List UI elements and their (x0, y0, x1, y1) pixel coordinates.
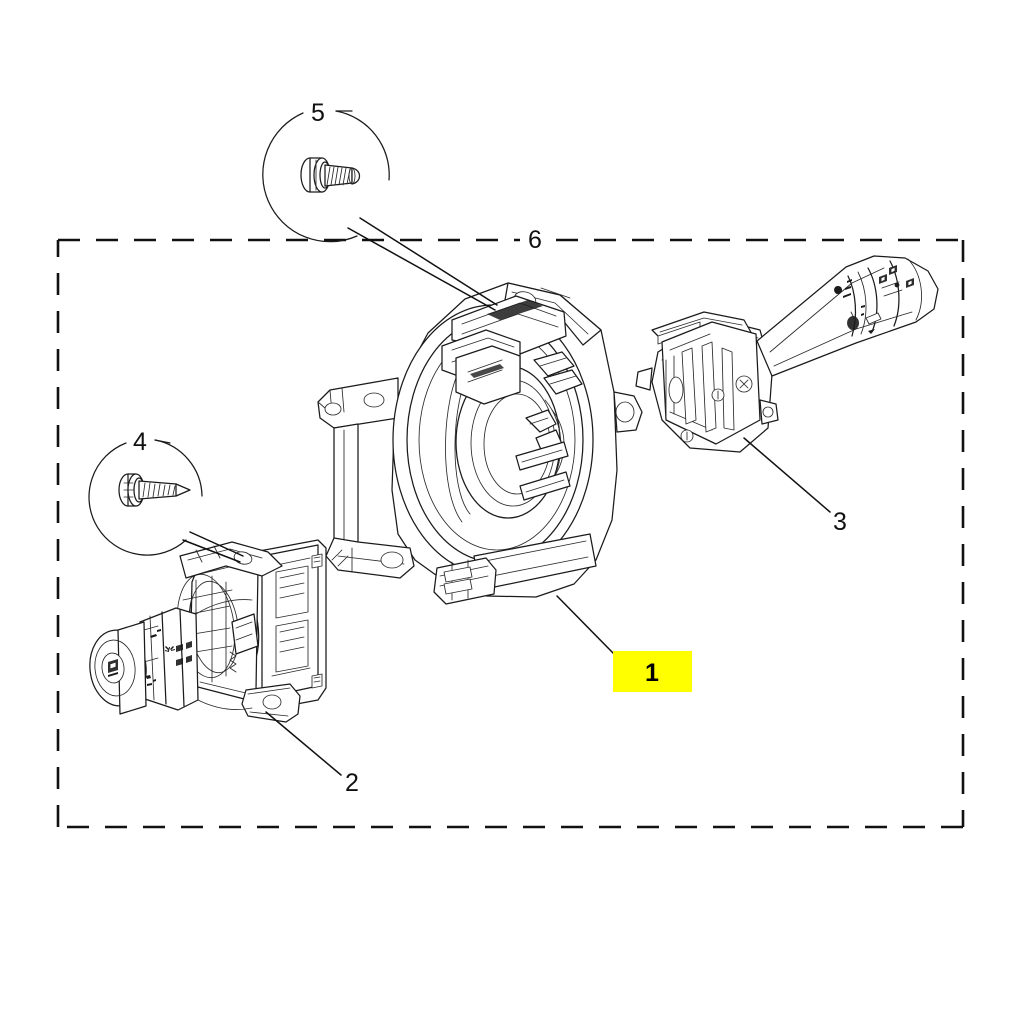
wiper-symbols (834, 265, 914, 334)
detail-balloon-4 (88, 439, 244, 563)
assembly-group-boundary (56, 238, 965, 829)
callout-labels: 6 5 4 2 3 (133, 99, 847, 797)
callout-label-2: 2 (345, 769, 359, 797)
leader-3 (743, 437, 831, 513)
leader-2 (265, 711, 342, 776)
callout-label-6: 6 (528, 226, 542, 254)
callout-1-label: 1 (645, 659, 659, 687)
part-2-lh-lighting-turn-signal-switch (89, 539, 327, 723)
callout-label-3: 3 (833, 508, 847, 536)
self-tapping-screw-icon (118, 473, 191, 507)
highlighted-callout-1[interactable]: 1 (613, 651, 692, 692)
leader-1 (556, 595, 615, 655)
callout-leader-lines (265, 437, 831, 776)
detail-balloon-5 (262, 110, 498, 311)
part-1-clockspring-carrier-housing (317, 282, 643, 605)
callout-label-4: 4 (133, 428, 147, 456)
callout-label-5: 5 (311, 99, 325, 127)
hex-flange-bolt-icon (300, 157, 361, 193)
part-3-rh-wiper-washer-switch (635, 255, 939, 453)
callout-1-highlight-box (613, 651, 692, 692)
lighting-symbols (146, 629, 192, 686)
